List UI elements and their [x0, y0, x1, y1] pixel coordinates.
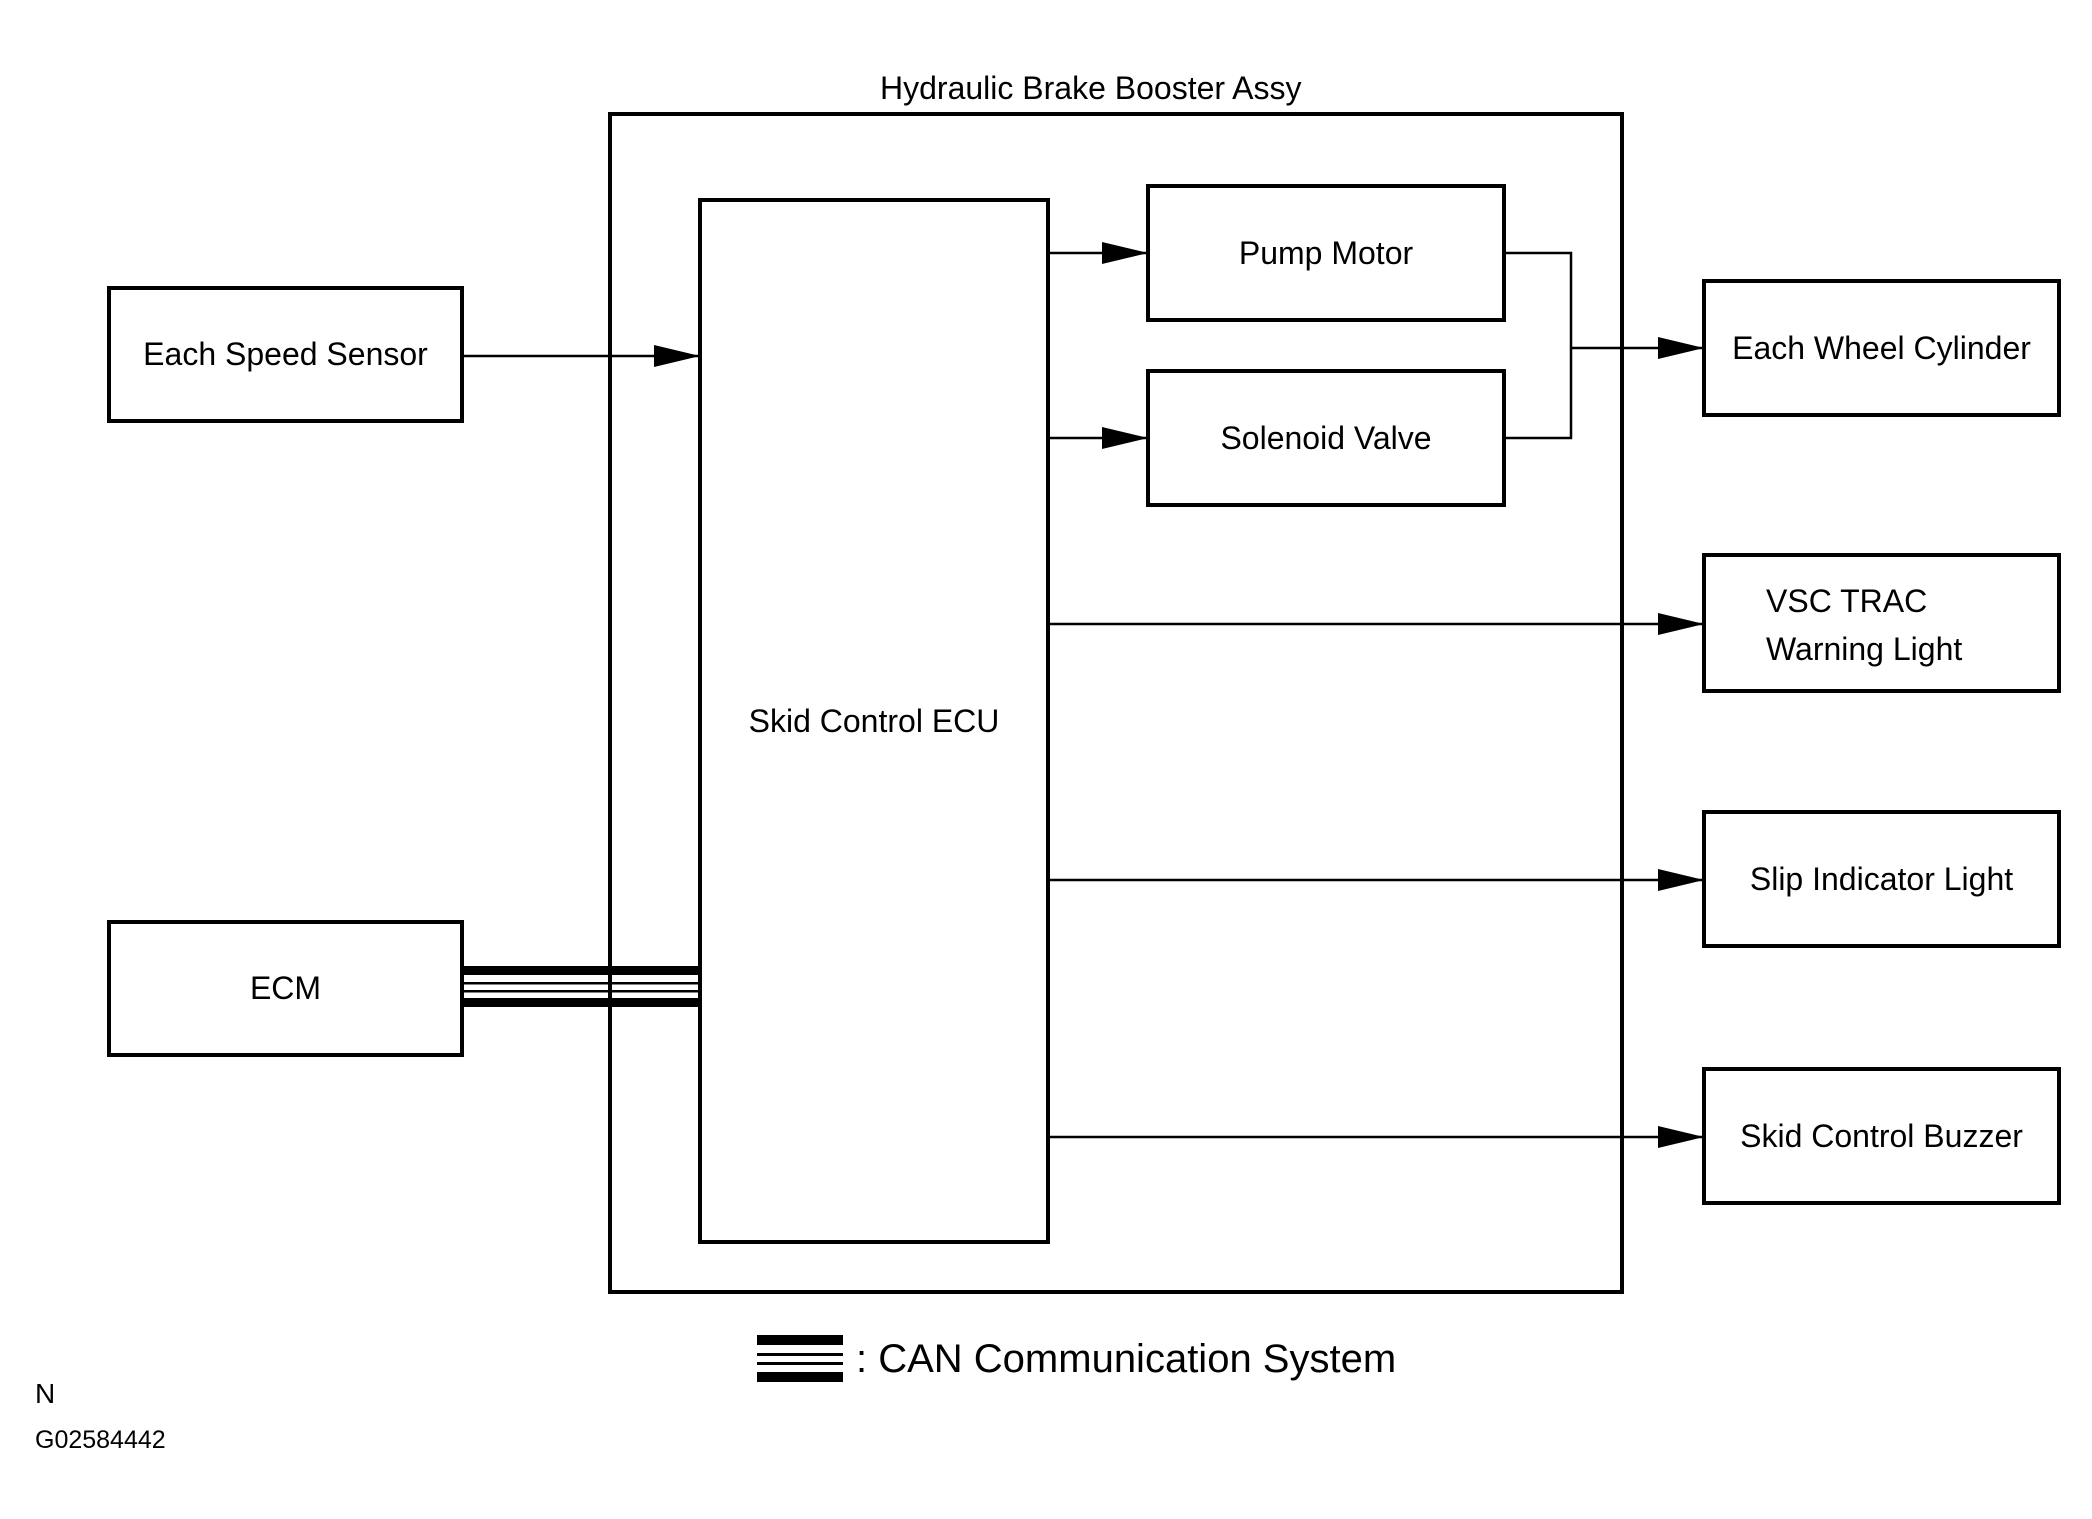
node-each-wheel-cylinder: Each Wheel Cylinder — [1702, 279, 2061, 417]
node-each-speed-sensor: Each Speed Sensor — [107, 286, 464, 423]
node-label-line1: VSC TRAC — [1766, 583, 1928, 619]
node-label-line2: Warning Light — [1766, 631, 1963, 667]
can-bus-ecm-ecu — [462, 966, 700, 1007]
node-label: ECM — [249, 970, 322, 1006]
can-legend-symbol — [757, 1335, 843, 1382]
footer-figure-code: G02584442 — [35, 1426, 166, 1454]
node-label: Pump Motor — [1238, 234, 1414, 271]
node-label: Each Wheel Cylinder — [1732, 329, 2031, 366]
node-label: Skid Control Buzzer — [1740, 1117, 2023, 1154]
node-ecm: ECM — [107, 920, 464, 1057]
node-solenoid-valve: Solenoid Valve — [1146, 369, 1506, 507]
node-label: Skid Control ECU — [748, 702, 1000, 739]
node-slip-indicator-light: Slip Indicator Light — [1702, 810, 2061, 948]
can-legend-label: : CAN Communication System — [856, 1337, 1397, 1381]
container-title: Hydraulic Brake Booster Assy — [880, 70, 1302, 106]
node-label: Slip Indicator Light — [1749, 860, 2014, 897]
node-label: Solenoid Valve — [1220, 419, 1432, 456]
node-vsc-trac-warning-light: VSC TRAC Warning Light — [1702, 553, 2061, 693]
node-skid-control-ecu: Skid Control ECU — [698, 198, 1050, 1244]
node-skid-control-buzzer: Skid Control Buzzer — [1702, 1067, 2061, 1205]
footer-mark: N — [35, 1378, 56, 1409]
hydraulic-brake-booster-assy-frame — [608, 112, 1624, 1294]
node-label: Each Speed Sensor — [143, 336, 428, 372]
merge-line-pump-solenoid — [1504, 251, 1573, 440]
node-pump-motor: Pump Motor — [1146, 184, 1506, 322]
